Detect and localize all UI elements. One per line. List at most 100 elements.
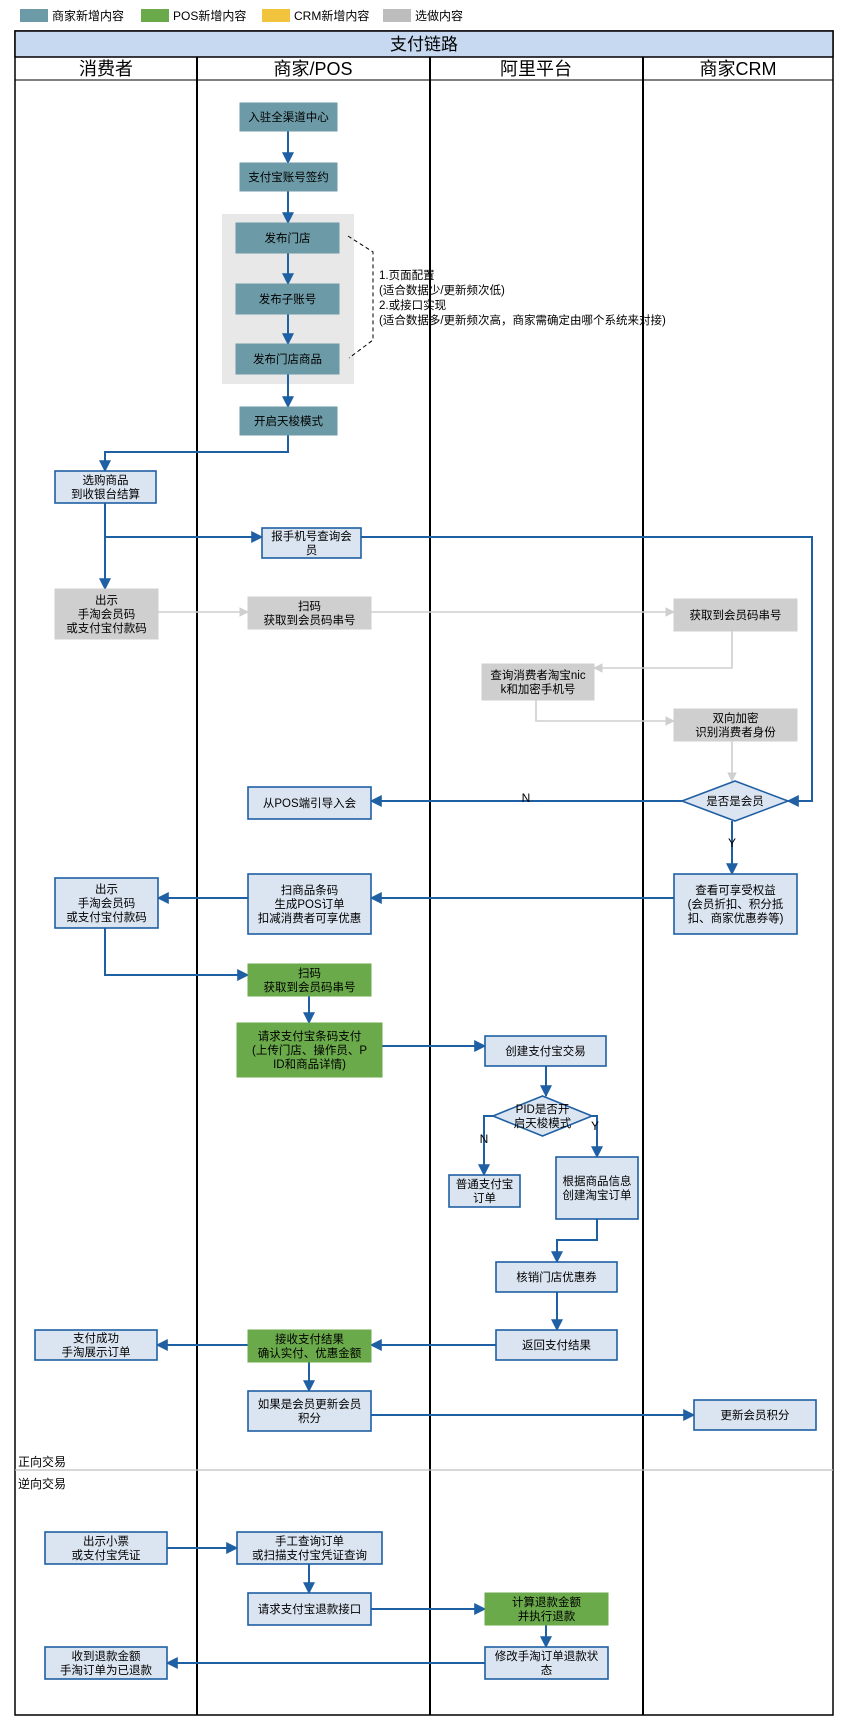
legend-swatch-crm bbox=[262, 9, 290, 22]
node-label-line: (会员折扣、积分抵 bbox=[688, 897, 784, 911]
lane-title-merchant-crm: 商家CRM bbox=[700, 59, 777, 79]
node-store: 发布门店 bbox=[235, 222, 340, 254]
node-goods: 发布门店商品 bbox=[235, 343, 340, 375]
node-label-line: 根据商品信息 bbox=[563, 1174, 632, 1188]
node-join: 入驻全渠道中心 bbox=[239, 102, 338, 132]
lane-title-ali-platform: 阿里平台 bbox=[500, 59, 572, 79]
node-label-line: 态 bbox=[541, 1664, 553, 1677]
node-shape bbox=[236, 1531, 383, 1565]
flow-connector bbox=[478, 1115, 493, 1177]
node-label-line: 启天梭模式 bbox=[514, 1116, 572, 1130]
node-shape bbox=[236, 1022, 383, 1078]
node-label-line: 扫商品条码 bbox=[281, 883, 339, 897]
diagram-title: 支付链路 bbox=[390, 35, 458, 54]
node-shape bbox=[247, 1390, 372, 1432]
node-shape bbox=[693, 1399, 817, 1431]
node-label-line: (上传门店、操作员、P bbox=[252, 1043, 367, 1057]
node-label-line: 查看可享受权益 bbox=[695, 883, 776, 897]
node-label-line: 手淘会员码 bbox=[78, 607, 136, 621]
node-label-line: 扫码 bbox=[298, 967, 321, 980]
node-shape bbox=[44, 1646, 168, 1680]
node-shape bbox=[34, 1329, 158, 1361]
node-label-line: 创建支付宝交易 bbox=[505, 1044, 586, 1058]
node-label-line: 获取到会员码串号 bbox=[264, 981, 356, 994]
node-refundreq: 请求支付宝退款接口 bbox=[247, 1592, 372, 1626]
flow-connector bbox=[593, 631, 733, 673]
note-line-1: 1.页面配置 bbox=[379, 269, 435, 282]
node-guide: 从POS端引导入会 bbox=[247, 786, 372, 820]
legend: 商家新增内容 POS新增内容 CRM新增内容 选做内容 bbox=[20, 8, 463, 23]
flow-connector bbox=[535, 700, 675, 726]
node-label-line: 是否是会员 bbox=[706, 795, 764, 808]
node-sign: 支付宝账号签约 bbox=[239, 162, 338, 192]
note-line-2: (适合数据少/更新频次低) bbox=[379, 283, 505, 297]
pool-title-bar bbox=[14, 30, 834, 58]
node-shape bbox=[448, 1174, 521, 1208]
node-tianso: 开启天梭模式 bbox=[239, 406, 338, 436]
node-label-line: 支付宝账号签约 bbox=[248, 170, 329, 184]
node-label-line: 修改手淘订单退款状 bbox=[495, 1649, 599, 1663]
edge-label-member-no: N bbox=[522, 791, 531, 805]
node-shape bbox=[495, 1261, 618, 1293]
node-shape bbox=[239, 162, 338, 192]
node-label-line: 手淘订单为已退款 bbox=[60, 1663, 152, 1677]
legend-swatch-pos bbox=[141, 9, 169, 22]
node-label-line: 获取到会员码串号 bbox=[264, 614, 356, 627]
edge-label-pid-no: N bbox=[480, 1132, 489, 1146]
node-label-line: 普通支付宝 bbox=[456, 1177, 514, 1191]
node-shape bbox=[484, 1646, 609, 1680]
edge-label-pid-yes: Y bbox=[591, 1119, 599, 1133]
node-label-line: 或支付宝付款码 bbox=[66, 621, 147, 635]
node-shape bbox=[673, 873, 798, 935]
node-label-line: 计算退款金额 bbox=[512, 1595, 581, 1609]
node-label-line: 订单 bbox=[473, 1192, 496, 1205]
section-label-forward: 正向交易 bbox=[18, 1454, 66, 1469]
node-label-line: 发布子账号 bbox=[259, 292, 317, 306]
node-coupon: 核销门店优惠券 bbox=[495, 1261, 618, 1293]
node-create: 创建支付宝交易 bbox=[484, 1035, 607, 1067]
node-shape bbox=[247, 1329, 372, 1363]
node-shape bbox=[673, 708, 798, 742]
node-label-line: 出示 bbox=[95, 882, 118, 896]
node-label-line: 扫码 bbox=[298, 600, 321, 613]
node-points: 更新会员积分 bbox=[693, 1399, 817, 1431]
note-brace bbox=[347, 235, 374, 359]
node-shape bbox=[235, 222, 340, 254]
node-label-line: 核销门店优惠券 bbox=[516, 1270, 597, 1284]
node-shape bbox=[247, 596, 372, 630]
node-shape bbox=[247, 1592, 372, 1626]
legend-swatch-merchant bbox=[20, 9, 48, 22]
node-label-line: 选购商品 bbox=[83, 473, 129, 487]
node-subacc: 发布子账号 bbox=[235, 283, 340, 315]
node-label-line: 或支付宝凭证 bbox=[72, 1548, 141, 1562]
node-shape bbox=[44, 1531, 168, 1565]
node-label-line: 报手机号查询会 bbox=[271, 529, 352, 543]
node-label-line: 员 bbox=[306, 544, 318, 557]
node-label-line: 识别消费者身份 bbox=[695, 725, 776, 739]
node-shape bbox=[673, 598, 798, 632]
edges bbox=[99, 131, 813, 1669]
node-shape bbox=[247, 963, 372, 997]
node-ismember: 是否是会员 bbox=[679, 780, 791, 822]
node-label-line: 到收银台结算 bbox=[71, 487, 140, 501]
node-shape bbox=[484, 1035, 607, 1067]
node-shape bbox=[679, 780, 791, 822]
node-getcode: 获取到会员码串号 bbox=[673, 598, 798, 632]
